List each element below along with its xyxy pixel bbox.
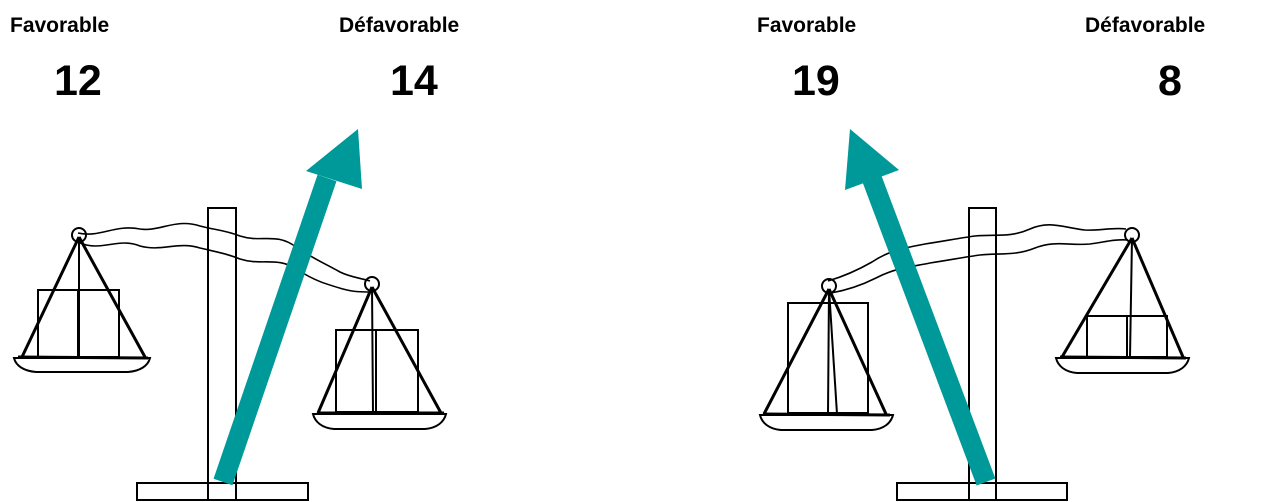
left-beam-upper — [77, 222, 371, 282]
right-scale-post — [968, 207, 997, 501]
left-favorable-label: Favorable — [10, 14, 110, 37]
left-scale-post — [207, 207, 237, 501]
right-balance-scale-icon — [758, 129, 1191, 501]
right-scale-left-pan — [758, 414, 895, 431]
left-favorable-count: 12 — [54, 57, 102, 105]
left-beam-lower — [79, 242, 373, 293]
right-unfavorable-count: 8 — [1158, 57, 1182, 105]
right-favorable-count: 19 — [792, 57, 840, 105]
right-scale-right-pan — [1054, 357, 1191, 374]
left-unfavorable-label: Défavorable — [339, 14, 460, 37]
left-balance-scale-icon — [12, 129, 448, 501]
left-scale-base — [136, 482, 309, 501]
left-unfavorable-count: 14 — [390, 57, 438, 105]
right-unfavorable-label: Défavorable — [1085, 14, 1206, 37]
right-beam-lower — [830, 239, 1129, 294]
left-pan — [12, 357, 152, 373]
left-scale-right-pan — [311, 413, 448, 430]
right-arrow-head — [845, 129, 899, 190]
right-scale-base — [896, 482, 1068, 501]
left-arrow-head — [306, 129, 362, 189]
right-arrow-icon — [862, 175, 996, 486]
right-favorable-label: Favorable — [757, 14, 857, 37]
right-scale-left-weights — [787, 302, 869, 414]
left-arrow-icon — [213, 174, 337, 486]
right-beam-upper — [827, 224, 1127, 282]
